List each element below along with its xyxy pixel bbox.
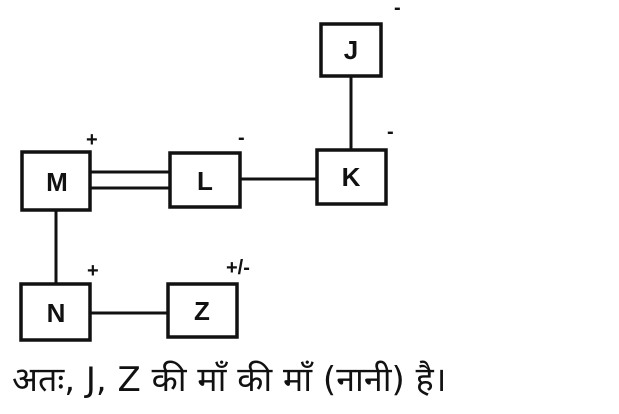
node-m-label: M: [46, 167, 68, 197]
node-l-sign: -: [238, 127, 245, 149]
node-z: Z +/-: [166, 257, 250, 339]
node-z-label: Z: [194, 296, 210, 326]
node-j-sign: -: [394, 0, 401, 19]
node-k: - K: [315, 121, 394, 206]
node-n-label: N: [47, 298, 66, 328]
node-n-sign: +: [87, 260, 99, 282]
conclusion-caption: अतः, J, Z की माँ की माँ (नानी) है।: [12, 360, 447, 400]
node-l-label: L: [197, 166, 213, 196]
node-j: J -: [319, 0, 401, 78]
node-l: L -: [168, 127, 245, 209]
node-k-sign: -: [387, 121, 394, 143]
node-z-sign: +/-: [226, 257, 250, 279]
node-k-label: K: [342, 162, 361, 192]
node-n: N +: [19, 260, 99, 342]
node-m: M +: [20, 129, 98, 212]
node-m-sign: +: [86, 129, 98, 151]
node-j-label: J: [344, 35, 358, 65]
